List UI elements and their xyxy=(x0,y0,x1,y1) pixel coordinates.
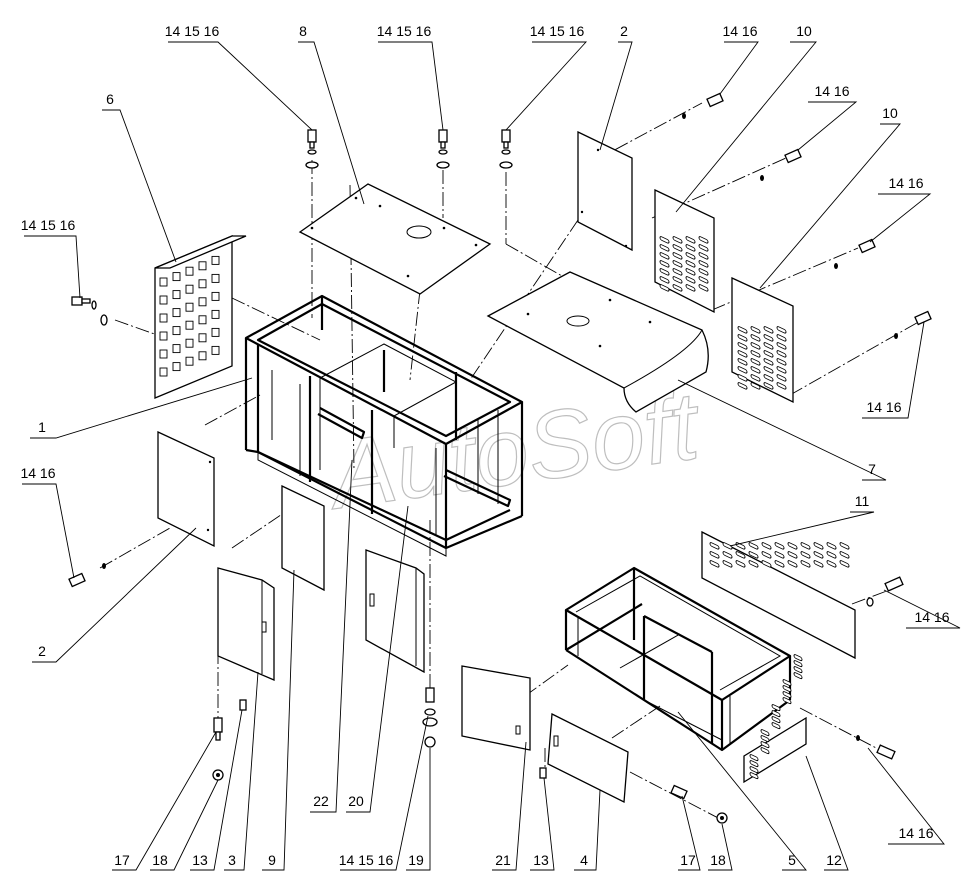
callout-label-c-1416-a: 14 16 xyxy=(722,23,757,39)
callout-label-c-1416-g: 14 16 xyxy=(898,825,933,841)
part-10-vented-panel-b xyxy=(731,276,794,404)
bolt-right-5 xyxy=(866,576,904,607)
callout-label-c-18-a: 18 xyxy=(152,852,168,868)
callout-label-c-22: 22 xyxy=(313,793,329,809)
bolt-right-3 xyxy=(834,238,876,269)
callout-label-c-141516-d: 14 15 16 xyxy=(21,217,76,233)
screw-17-a xyxy=(213,717,223,741)
part-7-curved-cover xyxy=(486,271,709,413)
callout-label-c-1416-b: 14 16 xyxy=(814,83,849,99)
callout-label-c-2-left: 2 xyxy=(38,643,46,659)
callout-label-c-6: 6 xyxy=(106,91,114,107)
callout-label-c-10-a: 10 xyxy=(796,23,812,39)
assembly-lines xyxy=(99,102,923,821)
part-9-thin-panel xyxy=(281,484,325,592)
bolt-right-6 xyxy=(856,735,896,760)
part-6-perforated-panel xyxy=(154,235,247,399)
callout-label-c-8: 8 xyxy=(299,23,307,39)
clip-13-b xyxy=(539,767,547,779)
callout-label-c-2-top: 2 xyxy=(620,23,628,39)
callout-label-c-5: 5 xyxy=(788,852,796,868)
callout-label-c-13-a: 13 xyxy=(192,852,208,868)
callout-label-c-20: 20 xyxy=(348,793,364,809)
bolt-right-4 xyxy=(894,310,932,339)
part-2-plain-panel-left xyxy=(157,430,215,548)
callout-label-c-17-b: 17 xyxy=(680,852,696,868)
part-10-vented-panel-a xyxy=(654,188,715,314)
part-3-door xyxy=(217,567,275,681)
leader-lines xyxy=(22,41,961,871)
bolt-right-1 xyxy=(682,92,724,119)
part-4-panel xyxy=(547,712,629,804)
part-2-plain-panel-top xyxy=(577,130,633,252)
callout-label-c-18-b: 18 xyxy=(710,852,726,868)
callout-label-c-17-a: 17 xyxy=(114,852,130,868)
callout-label-c-1: 1 xyxy=(38,419,46,435)
nut-18-a xyxy=(212,769,224,781)
bolt-stack-a xyxy=(305,129,319,169)
fasteners xyxy=(68,92,932,824)
callout-label-c-9: 9 xyxy=(268,852,276,868)
nut-18-b xyxy=(716,812,728,824)
part-12-vented-panel xyxy=(743,654,807,784)
part-1-main-frame xyxy=(244,294,524,557)
part-21-panel xyxy=(461,665,531,751)
bolt-stack-b xyxy=(436,129,450,169)
part-5-base-frame xyxy=(564,566,792,752)
callout-label-c-21: 21 xyxy=(495,852,511,868)
callout-label-c-141516-a: 14 15 16 xyxy=(165,23,220,39)
bolt-left-low xyxy=(68,563,106,588)
callout-label-c-1416-c: 14 16 xyxy=(888,175,923,191)
callout-label-c-11: 11 xyxy=(855,493,870,509)
part-8-top-plate xyxy=(298,183,492,295)
callout-label-c-7: 7 xyxy=(868,461,876,477)
screw-17-b xyxy=(670,784,688,800)
bolt-stack-bottom xyxy=(422,687,438,748)
clip-13-a xyxy=(239,699,247,711)
callout-label-c-4: 4 xyxy=(580,852,588,868)
part-11-vented-panel xyxy=(701,530,856,660)
callout-label-c-12: 12 xyxy=(826,852,842,868)
callout-label-c-19: 19 xyxy=(408,852,424,868)
callout-label-c-1416-e: 14 16 xyxy=(20,465,55,481)
callout-label-c-141516-e: 14 15 16 xyxy=(339,852,394,868)
callout-label-c-3: 3 xyxy=(228,852,236,868)
callout-label-c-141516-b: 14 15 16 xyxy=(377,23,432,39)
callout-label-c-13-b: 13 xyxy=(533,852,549,868)
bolt-left-top xyxy=(71,296,108,326)
bolt-right-2 xyxy=(760,148,802,181)
callout-label-c-1416-f: 14 16 xyxy=(914,609,949,625)
callout-label-c-10-b: 10 xyxy=(882,105,898,121)
callout-label-c-141516-c: 14 15 16 xyxy=(530,23,585,39)
bolt-stack-c xyxy=(499,129,513,169)
callout-label-c-1416-d: 14 16 xyxy=(866,399,901,415)
